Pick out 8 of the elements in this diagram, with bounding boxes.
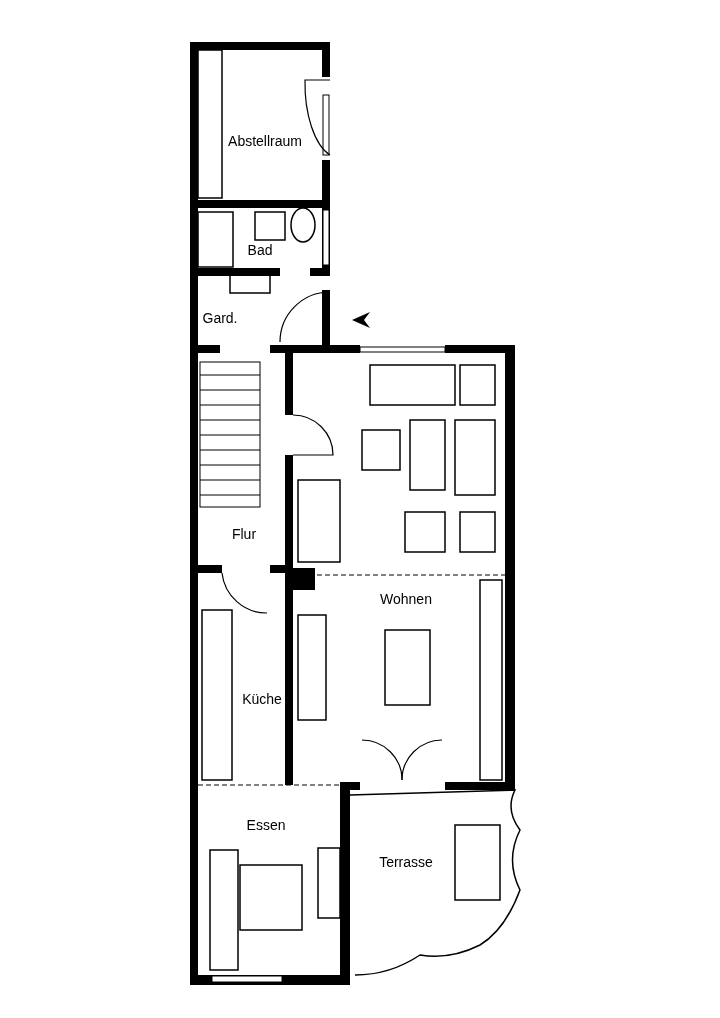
room-label: Bad (247, 242, 273, 258)
room-label: Essen (246, 817, 286, 833)
room-label: Terrasse (379, 854, 433, 870)
room-label: Flur (231, 526, 257, 542)
room-label: Gard. (202, 310, 238, 326)
room-label: Abstellraum (228, 133, 302, 149)
room-label: Wohnen (380, 591, 432, 607)
room-label: Küche (242, 691, 282, 707)
